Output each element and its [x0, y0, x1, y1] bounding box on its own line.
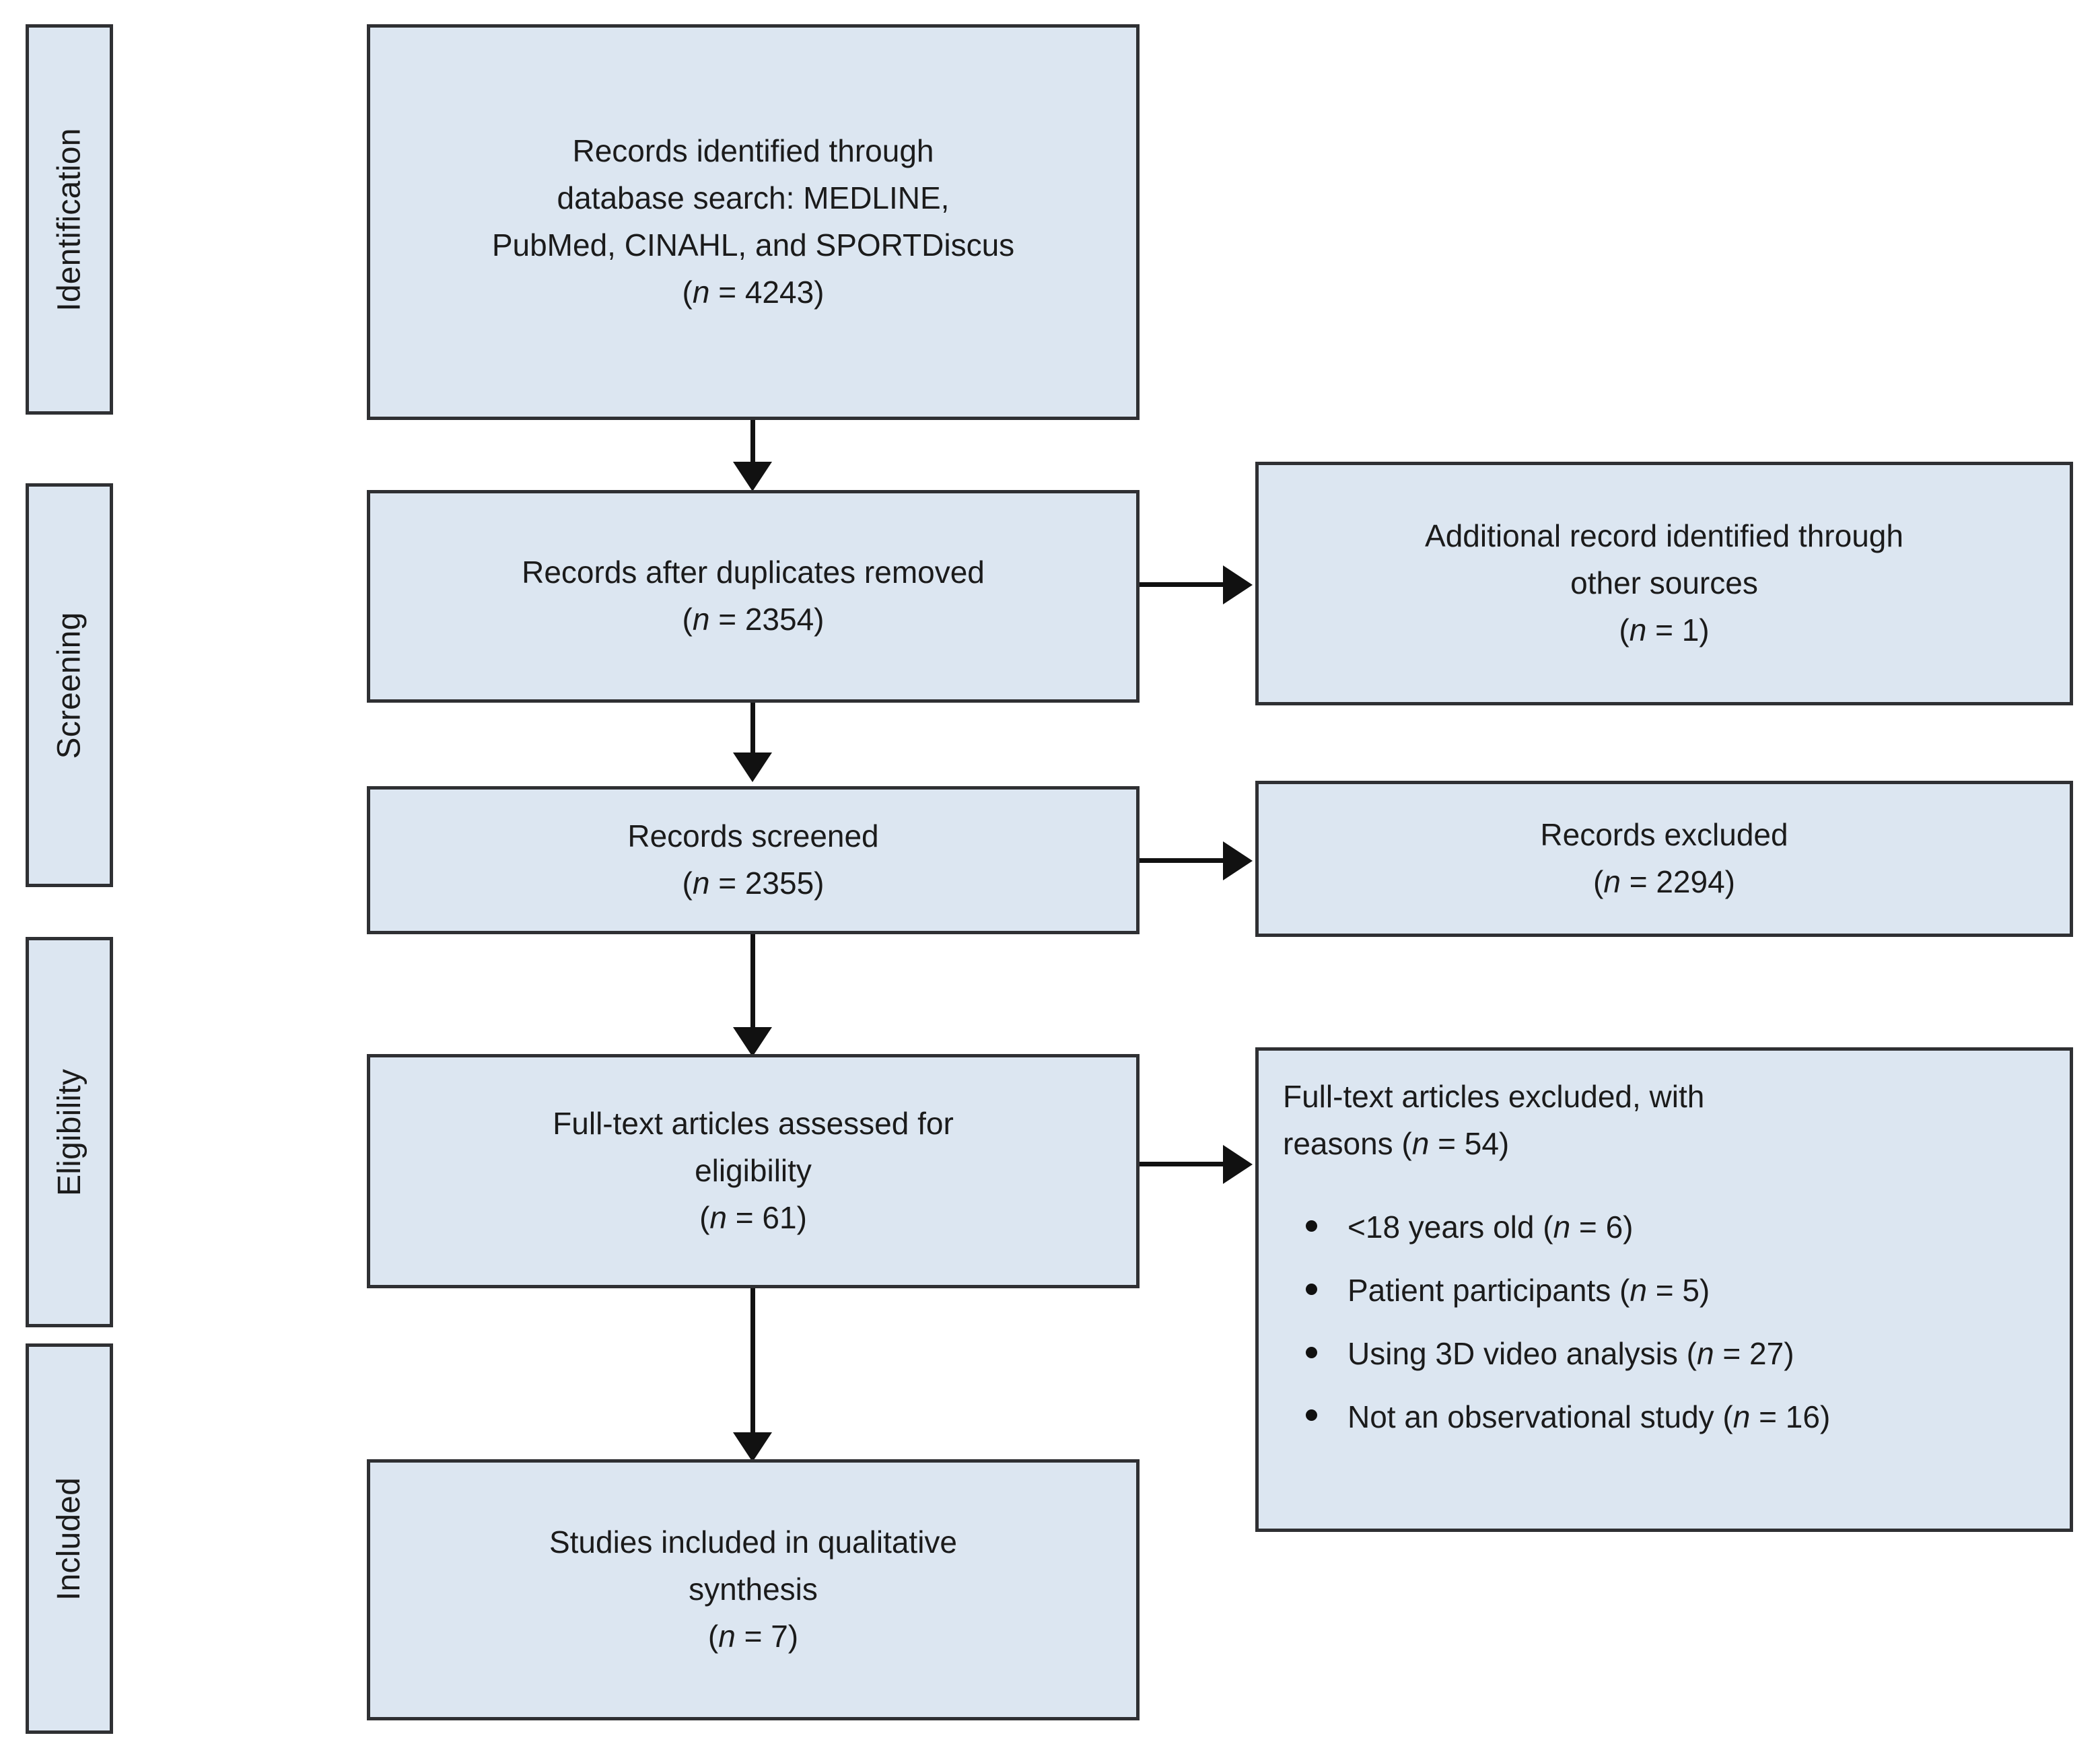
arrow-fulltext-to-included-line	[750, 1288, 755, 1457]
studies-included-count: (n = 7)	[707, 1618, 799, 1654]
arrow-screened-to-excluded-head	[1223, 841, 1253, 880]
fulltext-assessed-line-2: eligibility	[695, 1153, 812, 1189]
additional-record-count: (n = 1)	[1619, 612, 1710, 648]
bullet-icon	[1306, 1346, 1317, 1358]
box-records-excluded: Records excluded (n = 2294)	[1255, 781, 2073, 937]
fulltext-excluded-heading: Full-text articles excluded, with reason…	[1283, 1079, 1705, 1161]
stage-label-identification: Identification	[26, 24, 113, 415]
additional-record-line-2: other sources	[1570, 565, 1758, 601]
exclusion-reason-item: Patient participants (n = 5)	[1306, 1267, 2050, 1315]
stage-label-eligibility: Eligibility	[26, 937, 113, 1327]
arrow-duplicates-to-screened-head	[733, 753, 772, 782]
exclusion-reason-item: Using 3D video analysis (n = 27)	[1306, 1331, 2050, 1378]
arrow-fulltext-to-excluded-line	[1140, 1162, 1228, 1166]
exclusion-reason-text-before: Using 3D video analysis (	[1348, 1335, 1698, 1371]
stage-label-eligibility-text: Eligibility	[51, 1068, 88, 1196]
records-identified-line-1: Records identified through	[572, 133, 934, 169]
box-fulltext-assessed-text: Full-text articles assessed for eligibil…	[370, 1100, 1136, 1242]
box-studies-included-text: Studies included in qualitative synthesi…	[370, 1519, 1136, 1660]
additional-record-line-1: Additional record identified through	[1425, 518, 1903, 554]
stage-label-screening: Screening	[26, 483, 113, 887]
box-records-excluded-text: Records excluded (n = 2294)	[1259, 812, 2070, 906]
arrow-identified-to-duplicates-line	[750, 420, 755, 478]
stage-label-included-text: Included	[51, 1477, 88, 1601]
fulltext-excluded-heading-line-2: reasons (	[1283, 1125, 1412, 1161]
exclusion-reason-text-before: Not an observational study (	[1348, 1399, 1733, 1434]
exclusion-reason-item: Not an observational study (n = 16)	[1306, 1394, 2050, 1441]
box-additional-record-identified: Additional record identified through oth…	[1255, 462, 2073, 705]
arrow-identified-to-duplicates-head	[733, 462, 772, 491]
exclusion-reason-text-before: Patient participants (	[1348, 1272, 1630, 1308]
box-additional-record-text: Additional record identified through oth…	[1259, 513, 2070, 654]
duplicates-removed-line-1: Records after duplicates removed	[522, 555, 985, 590]
arrow-duplicates-to-additional-line	[1140, 582, 1228, 587]
records-screened-count: (n = 2355)	[682, 866, 825, 901]
exclusion-reasons-list: <18 years old (n = 6) Patient participan…	[1283, 1204, 2050, 1441]
box-records-screened-text: Records screened (n = 2355)	[370, 813, 1136, 907]
arrow-screened-to-fulltext-line	[750, 934, 755, 1053]
records-identified-line-3: PubMed, CINAHL, and SPORTDiscus	[491, 228, 1015, 262]
records-screened-line-1: Records screened	[627, 818, 879, 854]
box-records-identified: Records identified through database sear…	[367, 24, 1140, 420]
bullet-icon	[1306, 1283, 1317, 1295]
studies-included-line-2: synthesis	[689, 1572, 818, 1607]
box-records-identified-text: Records identified through database sear…	[370, 128, 1136, 316]
arrow-screened-to-excluded-line	[1140, 858, 1228, 863]
records-excluded-line-1: Records excluded	[1540, 817, 1788, 853]
box-records-after-duplicates-removed: Records after duplicates removed (n = 23…	[367, 490, 1140, 703]
fulltext-assessed-count: (n = 61)	[699, 1199, 807, 1235]
stage-label-screening-text: Screening	[51, 612, 88, 759]
fulltext-assessed-line-1: Full-text articles assessed for	[553, 1106, 954, 1142]
box-studies-included-qualitative-synthesis: Studies included in qualitative synthesi…	[367, 1459, 1140, 1720]
stage-label-identification-text: Identification	[51, 127, 88, 312]
box-duplicates-removed-text: Records after duplicates removed (n = 23…	[370, 549, 1136, 643]
stage-label-included: Included	[26, 1343, 113, 1734]
bullet-icon	[1306, 1220, 1317, 1232]
box-records-screened: Records screened (n = 2355)	[367, 786, 1140, 934]
records-identified-count: (n = 4243)	[682, 274, 825, 310]
records-excluded-count: (n = 2294)	[1593, 864, 1735, 899]
arrow-fulltext-to-excluded-head	[1223, 1145, 1253, 1184]
exclusion-reason-text-before: <18 years old (	[1348, 1209, 1553, 1245]
arrow-fulltext-to-included-head	[733, 1432, 772, 1462]
bullet-icon	[1306, 1409, 1317, 1422]
box-fulltext-assessed-for-eligibility: Full-text articles assessed for eligibil…	[367, 1054, 1140, 1288]
arrow-duplicates-to-additional-head	[1223, 565, 1253, 604]
records-identified-line-2: database search: MEDLINE,	[557, 180, 950, 216]
arrow-duplicates-to-screened-line	[750, 703, 755, 778]
fulltext-excluded-heading-line-1: Full-text articles excluded, with	[1283, 1079, 1705, 1114]
box-fulltext-excluded-with-reasons: Full-text articles excluded, with reason…	[1255, 1047, 2073, 1532]
duplicates-removed-count: (n = 2354)	[682, 602, 825, 637]
studies-included-line-1: Studies included in qualitative	[549, 1525, 958, 1560]
exclusion-reason-item: <18 years old (n = 6)	[1306, 1204, 2050, 1251]
arrow-screened-to-fulltext-head	[733, 1027, 772, 1057]
